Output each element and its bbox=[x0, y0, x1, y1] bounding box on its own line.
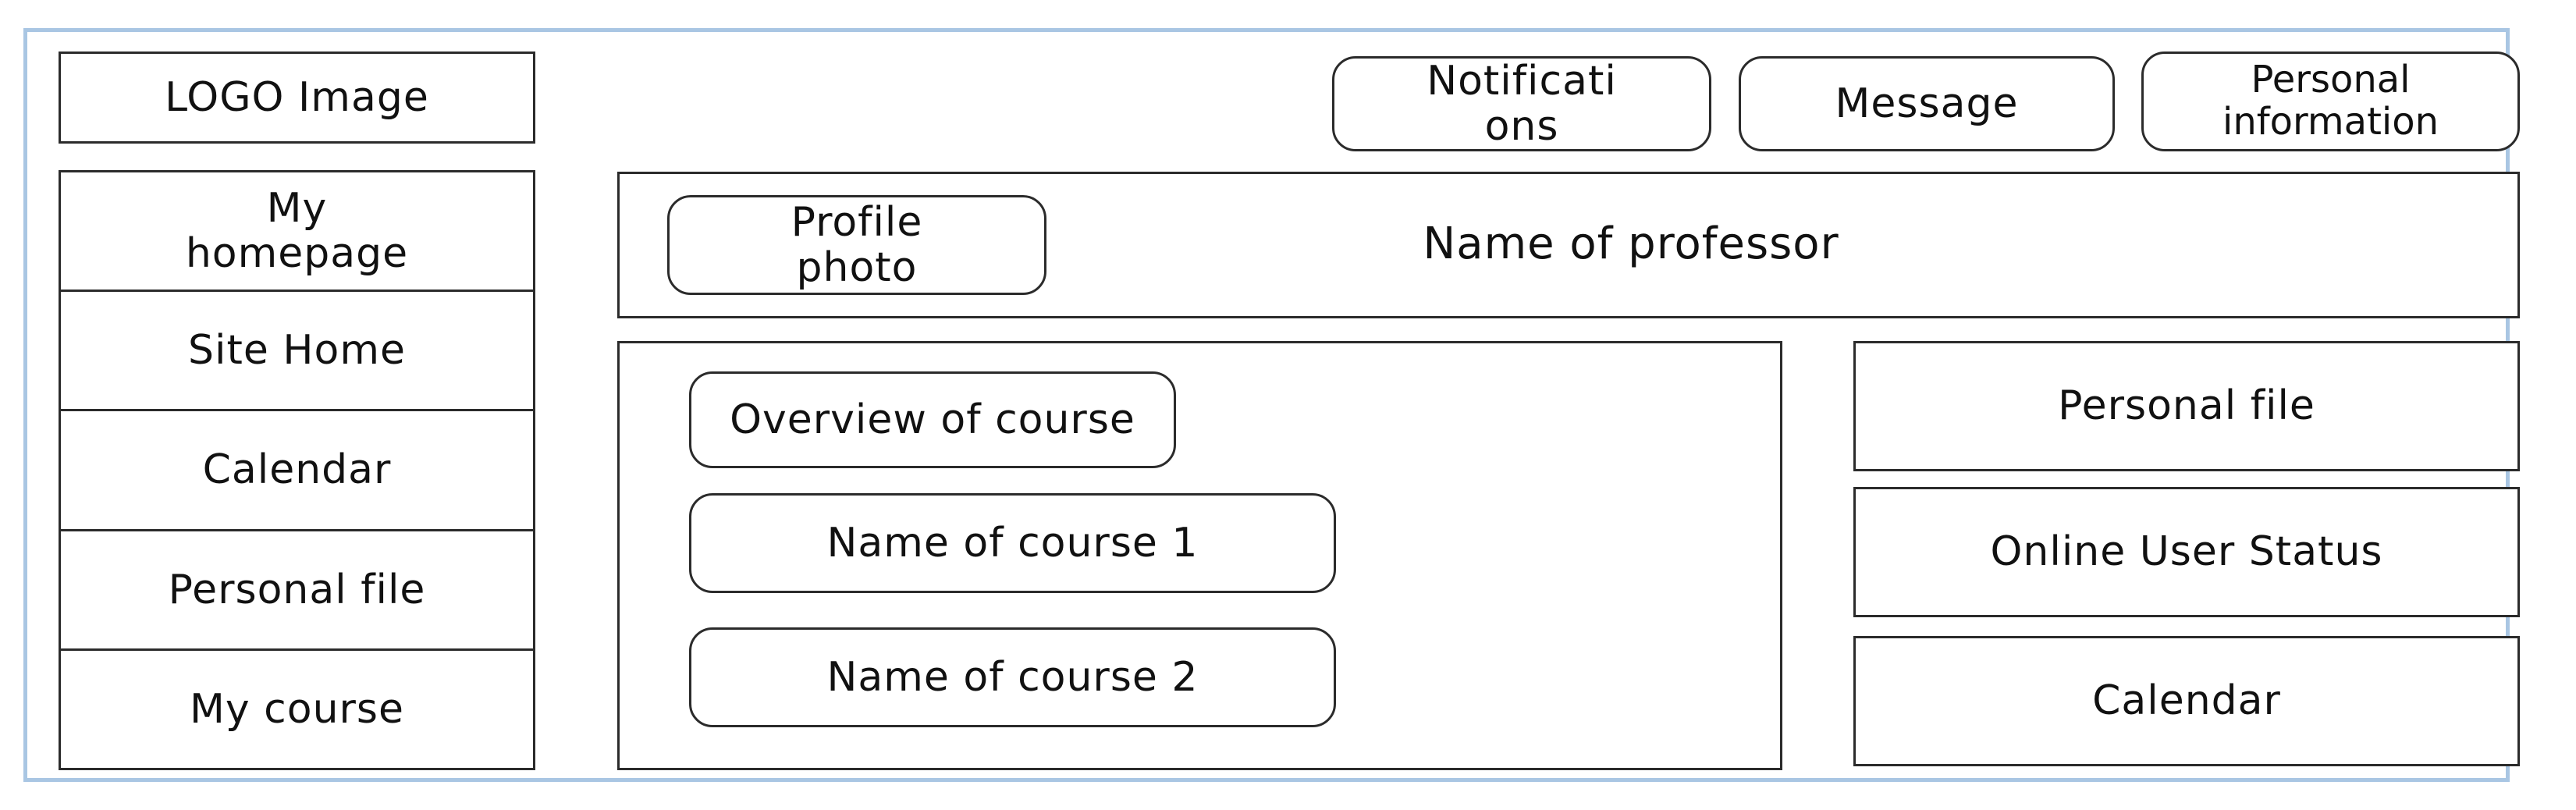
sidebar-item-my-homepage[interactable]: My homepage bbox=[61, 172, 533, 293]
sidebar-item-my-course[interactable]: My course bbox=[61, 651, 533, 768]
personal-information-label: Personal information bbox=[2222, 58, 2439, 144]
sidebar-item-label: My course bbox=[190, 685, 404, 733]
sidebar-menu: My homepage Site Home Calendar Personal … bbox=[59, 170, 535, 770]
profile-photo-label: Profile photo bbox=[791, 198, 923, 291]
sidebar-item-label: Personal file bbox=[168, 566, 426, 613]
sidebar-item-label: Site Home bbox=[188, 327, 406, 375]
sidebar-item-calendar[interactable]: Calendar bbox=[61, 411, 533, 531]
calendar-widget[interactable]: Calendar bbox=[1853, 636, 2520, 766]
notifications-label: Notificati ons bbox=[1427, 57, 1617, 150]
personal-information-button[interactable]: Personal information bbox=[2141, 52, 2520, 151]
sidebar-item-label: My homepage bbox=[185, 184, 409, 278]
online-user-status-widget-label: Online User Status bbox=[1990, 528, 2383, 576]
profile-photo[interactable]: Profile photo bbox=[667, 195, 1046, 295]
calendar-widget-label: Calendar bbox=[2092, 677, 2281, 725]
message-label: Message bbox=[1835, 80, 2019, 127]
course-item-1[interactable]: Name of course 1 bbox=[689, 493, 1336, 593]
logo-image[interactable]: LOGO Image bbox=[59, 52, 535, 144]
online-user-status-widget[interactable]: Online User Status bbox=[1853, 487, 2520, 617]
course-item-label: Name of course 2 bbox=[826, 653, 1199, 701]
sidebar-item-personal-file[interactable]: Personal file bbox=[61, 531, 533, 651]
logo-label: LOGO Image bbox=[165, 73, 429, 121]
course-item-label: Name of course 1 bbox=[826, 519, 1199, 567]
notifications-button[interactable]: Notificati ons bbox=[1332, 56, 1711, 151]
professor-name-label: Name of professor bbox=[1423, 218, 1839, 269]
sidebar-item-label: Calendar bbox=[202, 446, 392, 494]
course-item-2[interactable]: Name of course 2 bbox=[689, 627, 1336, 727]
personal-file-widget-label: Personal file bbox=[2058, 382, 2315, 430]
sidebar-item-site-home[interactable]: Site Home bbox=[61, 292, 533, 412]
personal-file-widget[interactable]: Personal file bbox=[1853, 341, 2520, 471]
professor-name: Name of professor bbox=[1295, 209, 1967, 279]
overview-of-course-label: Overview of course bbox=[730, 396, 1135, 443]
overview-of-course-button[interactable]: Overview of course bbox=[689, 371, 1176, 468]
message-button[interactable]: Message bbox=[1739, 56, 2115, 151]
